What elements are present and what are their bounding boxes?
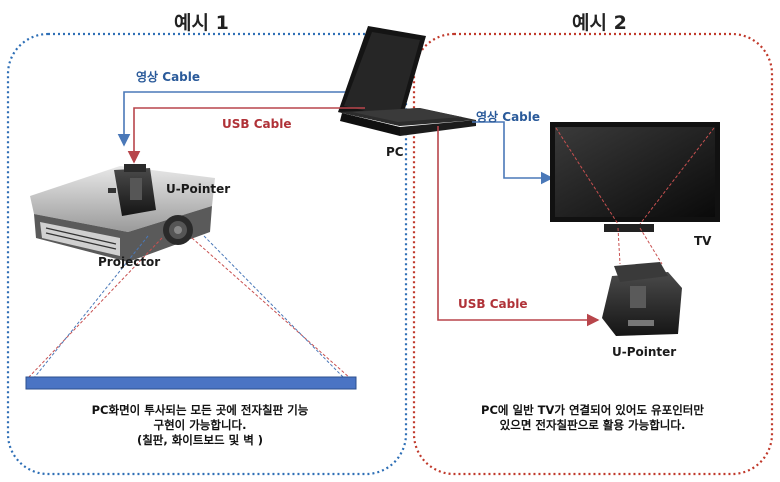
usb-cable-label-1: USB Cable <box>222 117 292 131</box>
example1-desc-line3: (칠판, 화이트보드 및 벽 ) <box>136 433 264 447</box>
example2-title: 예시 2 <box>572 12 627 34</box>
projection-line <box>33 235 149 379</box>
projection-line <box>203 235 345 379</box>
example2-desc-line2: 있으면 전자칠판으로 활용 가능합니다. <box>499 418 686 432</box>
u-pointer-icon <box>602 262 682 336</box>
video-cable-label-1: 영상 Cable <box>136 70 201 84</box>
projector-label: Projector <box>98 255 161 269</box>
usb-cable-label-2: USB Cable <box>458 297 528 311</box>
example2-description: PC에 일반 TV가 연결되어 있어도 유포인터만 있으면 전자칠판으로 활용 … <box>420 403 765 433</box>
example1-desc-line2: 구현이 가능합니다. <box>153 418 247 432</box>
example2-desc-line1: PC에 일반 TV가 연결되어 있어도 유포인터만 <box>481 403 704 417</box>
tv-icon <box>550 122 720 265</box>
video-cable-1 <box>117 91 345 147</box>
u-pointer-icon <box>114 164 156 216</box>
usb-cable-1 <box>127 107 365 164</box>
example2-frame <box>412 32 774 476</box>
example1-description: PC화면이 투사되는 모든 곳에 전자칠판 기능 구현이 가능합니다. (칠판,… <box>20 403 380 448</box>
laptop-icon <box>338 26 476 136</box>
u-pointer-label-1: U-Pointer <box>166 182 231 196</box>
usb-cable-2 <box>437 126 600 327</box>
projection-line <box>191 237 351 379</box>
example1-title: 예시 1 <box>174 12 229 34</box>
video-cable-2 <box>472 121 554 185</box>
tv-label: TV <box>694 234 712 248</box>
projection-line <box>27 237 163 379</box>
projection-screen <box>25 376 357 390</box>
example1-desc-line1: PC화면이 투사되는 모든 곳에 전자칠판 기능 <box>91 403 309 417</box>
u-pointer-label-2: U-Pointer <box>612 345 677 359</box>
pc-label: PC <box>386 145 404 159</box>
video-cable-label-2: 영상 Cable <box>476 110 541 124</box>
example1-frame <box>6 32 408 476</box>
